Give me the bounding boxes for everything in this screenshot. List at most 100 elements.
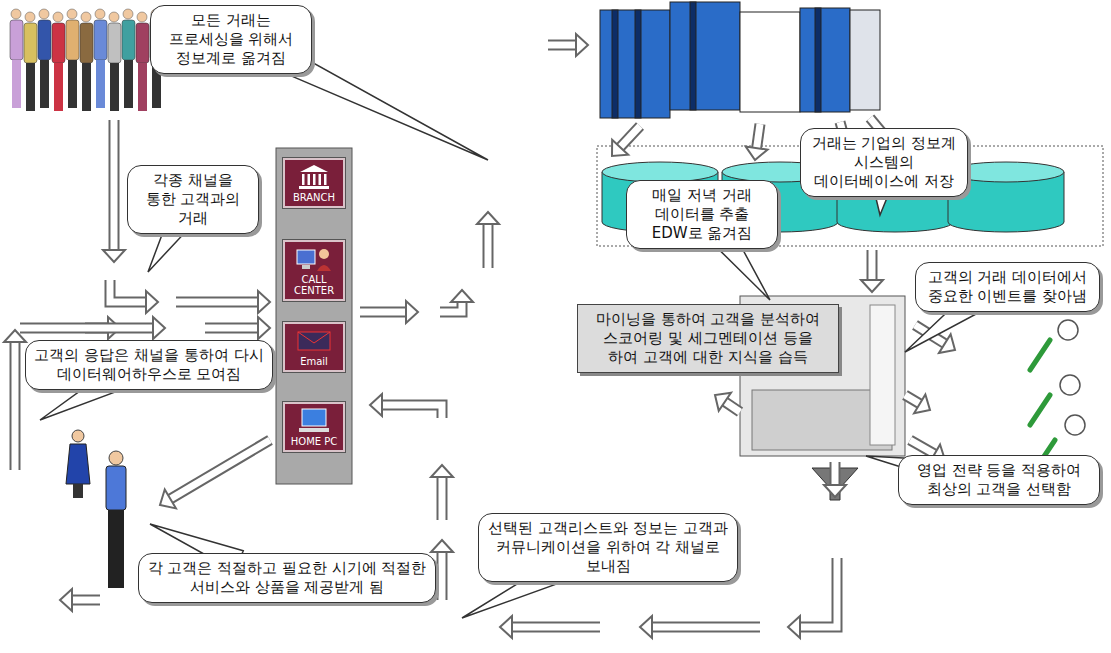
flow-arrow: [620, 126, 640, 148]
person-head: [67, 9, 77, 19]
flow-arrow: [548, 42, 577, 49]
flow-arrow: [511, 622, 600, 633]
flow-arrow: [110, 280, 147, 302]
person-legs: [26, 63, 35, 111]
person-body: [24, 23, 37, 63]
node-text: Email: [286, 356, 342, 367]
person-legs: [110, 63, 119, 111]
arrow-head: [477, 212, 499, 224]
node-text: 영업 전략 등을 적용하여 최상의 고객을 선택함: [907, 461, 1091, 499]
channel-panel: [276, 148, 352, 484]
flow-arrow: [799, 558, 837, 627]
arrow-head: [788, 616, 800, 638]
shape: [308, 174, 311, 185]
arrow-head: [576, 34, 588, 56]
people-illustration: [10, 9, 163, 588]
arrow-head: [153, 317, 165, 339]
callout-tails: [40, 56, 978, 618]
shape: [299, 428, 329, 432]
arrow-head: [431, 540, 453, 552]
callout-bubble: 영업 전략 등을 적용하여 최상의 고객을 선택함: [898, 455, 1100, 505]
key-icons: [1030, 320, 1085, 470]
flow-arrow: [360, 309, 407, 316]
arrow-head: [146, 291, 158, 313]
person-body: [10, 20, 23, 60]
person-head: [81, 12, 91, 22]
callout-bubble: 매일 저녁 거래 데이터를 추출 EDW로 옮겨짐: [626, 180, 778, 249]
node-text: 매일 저녁 거래 데이터를 추출 EDW로 옮겨짐: [635, 186, 769, 243]
person-body: [66, 20, 79, 60]
flow-arrow: [757, 124, 760, 149]
arrow-head: [431, 465, 453, 477]
shape: [300, 165, 328, 172]
person-head: [137, 12, 147, 22]
person-body: [122, 20, 135, 60]
flow-arrow: [109, 120, 120, 251]
shape: [302, 409, 326, 426]
flow-arrow: [439, 551, 446, 600]
flow-arrow: [176, 297, 259, 308]
shape: [319, 174, 322, 185]
node-text: 고객의 거래 데이터에서 중요한 이벤트를 찾아냄: [924, 268, 1091, 306]
shape: [297, 250, 315, 264]
channel-icon: [294, 244, 334, 272]
flow-arrow: [799, 558, 837, 627]
arrow-head: [861, 280, 883, 292]
person-head: [109, 12, 119, 22]
arrow-head: [612, 140, 628, 156]
flow-arrow: [110, 280, 147, 302]
person-body: [94, 20, 107, 60]
shape: [302, 174, 305, 185]
arrow-head: [60, 589, 72, 611]
person-body: [38, 20, 51, 60]
arrow-head: [103, 250, 125, 262]
person-body: [66, 444, 90, 484]
flow-arrow: [724, 401, 740, 412]
flow-arrow: [205, 325, 259, 332]
node-text: 각종 채널을 통한 고객과의 거래: [136, 171, 250, 228]
shape: [313, 174, 316, 185]
flow-arrow: [651, 624, 760, 631]
arrow-head: [406, 301, 418, 323]
flow-arrow: [85, 325, 154, 332]
flow-arrow: [205, 323, 259, 334]
flow-arrow: [360, 307, 407, 318]
person-head: [109, 451, 123, 465]
node-text: 고객의 응답은 채널을 통하여 다시 데이터웨어하우스로 모여짐: [34, 346, 264, 384]
flow-arrow: [437, 476, 448, 520]
node-text: BRANCH: [286, 192, 342, 203]
channel-icon: [294, 326, 334, 354]
flow-arrow: [381, 405, 442, 418]
node-text: 모든 거래는 프로세싱을 위해서 정보계로 옮겨짐: [159, 11, 303, 68]
flow-arrow: [832, 462, 839, 486]
node-text: 거래는 기업의 정보계 시스템의 데이터베이스에 저장: [809, 134, 959, 191]
flow-arrow: [910, 440, 935, 455]
node-text: 각 고객은 적절하고 필요한 시기에 적절한 서비스와 상품을 제공받게 됨: [147, 559, 427, 597]
arrow-head: [160, 489, 176, 508]
channel-box: CALL CENTER: [283, 240, 345, 301]
callout-bubble: 고객의 응답은 채널을 통하여 다시 데이터웨어하우스로 모여짐: [25, 340, 273, 390]
flow-arrow: [757, 124, 760, 149]
flow-arrow: [437, 551, 448, 600]
arrow-head: [370, 394, 382, 416]
flow-arrow: [169, 440, 270, 499]
person-legs: [73, 484, 83, 498]
flow-arrow: [905, 395, 921, 404]
flow-arrow: [10, 341, 21, 470]
channel-box: HOME PC: [283, 402, 345, 452]
flow-arrow: [511, 624, 600, 631]
person-head: [72, 430, 84, 442]
shape: [302, 265, 310, 269]
person-legs: [54, 63, 63, 111]
shape: [317, 265, 331, 271]
arrow-head: [258, 291, 270, 313]
arrow-head: [451, 290, 473, 302]
shape: [324, 174, 327, 185]
arrow-head: [500, 616, 512, 638]
flow-arrow: [548, 40, 577, 51]
shape: [319, 249, 329, 259]
arrow-head: [914, 394, 930, 413]
arrow-head: [258, 317, 270, 339]
person-legs: [96, 60, 105, 108]
